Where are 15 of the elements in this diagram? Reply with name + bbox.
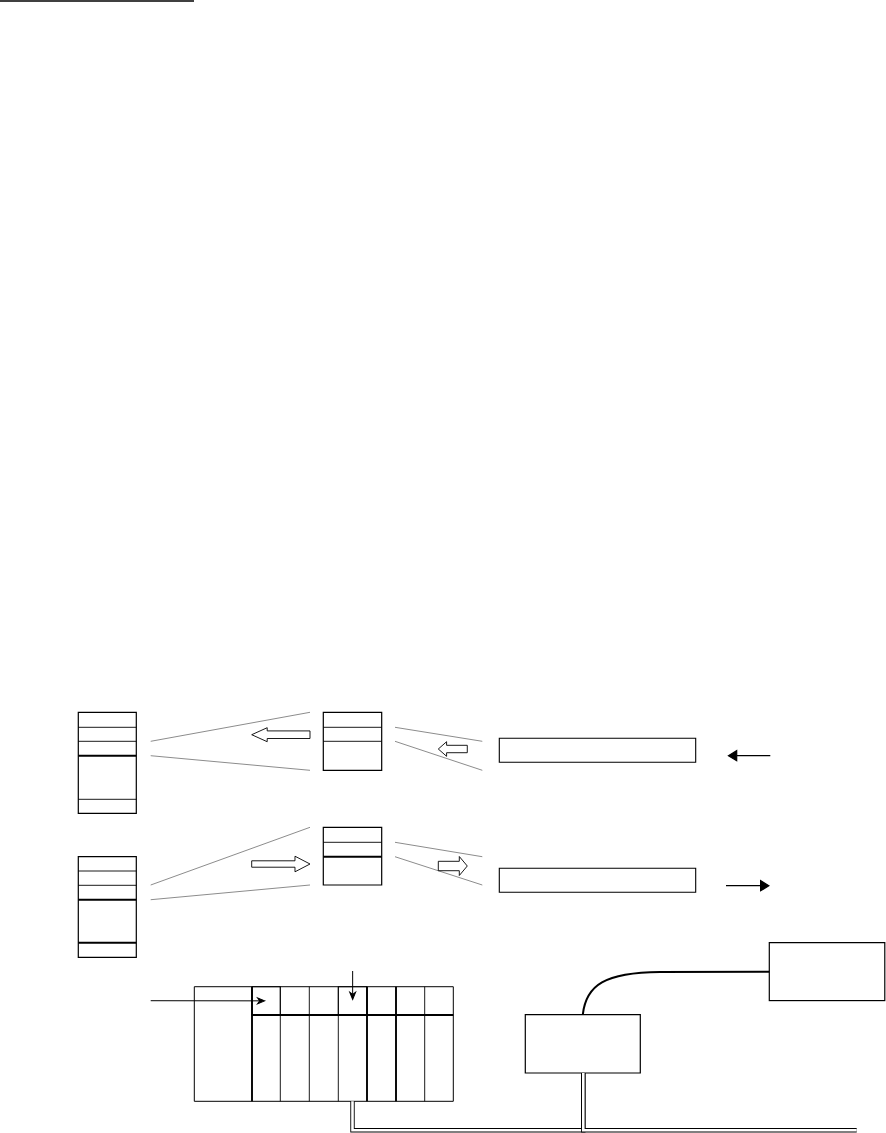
grid-box bbox=[193, 985, 455, 1103]
grid-cell bbox=[337, 986, 368, 1016]
bus-line bbox=[581, 1073, 857, 1133]
stacked-box bbox=[77, 711, 138, 814]
grid-cell bbox=[251, 986, 281, 1016]
blank-box bbox=[498, 867, 697, 893]
blank-box bbox=[498, 737, 697, 763]
stacked-box bbox=[77, 856, 138, 958]
stacked-box bbox=[322, 826, 383, 886]
connector-line bbox=[581, 970, 771, 1016]
blank-box bbox=[524, 1014, 641, 1074]
arrow bbox=[349, 970, 357, 1000]
blank-box bbox=[768, 942, 886, 1002]
stacked-box bbox=[322, 711, 383, 771]
arrow bbox=[150, 997, 266, 1005]
